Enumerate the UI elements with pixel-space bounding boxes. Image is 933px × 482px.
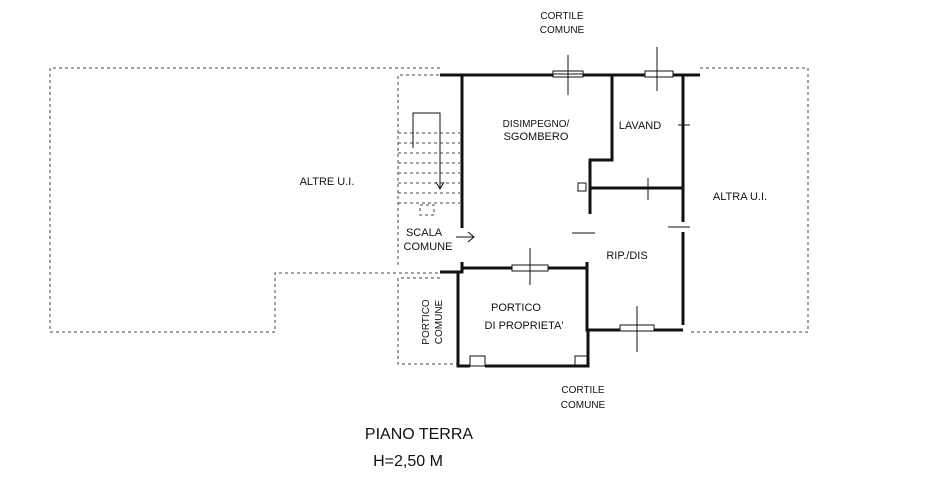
scala-label-1: SCALA bbox=[406, 227, 443, 239]
piano-terra-title: PIANO TERRA bbox=[365, 426, 474, 443]
disimpegno-label-1: DISIMPEGNO/ bbox=[503, 119, 570, 130]
walls bbox=[440, 73, 700, 368]
cortile-bottom-label-2: COMUNE bbox=[561, 400, 606, 411]
altra-ui-outline bbox=[690, 67, 809, 333]
scala-label-2: COMUNE bbox=[404, 241, 453, 253]
altre-ui-outline bbox=[49, 67, 440, 333]
lavand-label: LAVAND bbox=[619, 120, 661, 132]
entry-arrow bbox=[456, 231, 475, 243]
portico-comune-label-1: PORTICO bbox=[421, 299, 432, 345]
altezza-label: H=2,50 M bbox=[373, 453, 443, 470]
portico-comune-outline bbox=[397, 277, 460, 365]
staircase bbox=[398, 112, 460, 216]
disimpegno-label-2: SGOMBERO bbox=[504, 131, 569, 143]
altre-ui-label: ALTRE U.I. bbox=[300, 176, 355, 188]
cortile-top-label-2: COMUNE bbox=[540, 25, 585, 36]
cortile-top-label-1: CORTILE bbox=[540, 11, 583, 22]
portico-prop-label-1: PORTICO bbox=[491, 302, 541, 314]
cortile-bottom-label-1: CORTILE bbox=[561, 385, 604, 396]
portico-prop-label-2: DI PROPRIETA' bbox=[485, 320, 564, 332]
windows bbox=[469, 47, 690, 367]
altra-ui-label: ALTRA U.I. bbox=[713, 191, 767, 203]
rip-dis-label: RIP./DIS bbox=[606, 250, 647, 262]
portico-comune-label-2: COMUNE bbox=[434, 299, 445, 344]
